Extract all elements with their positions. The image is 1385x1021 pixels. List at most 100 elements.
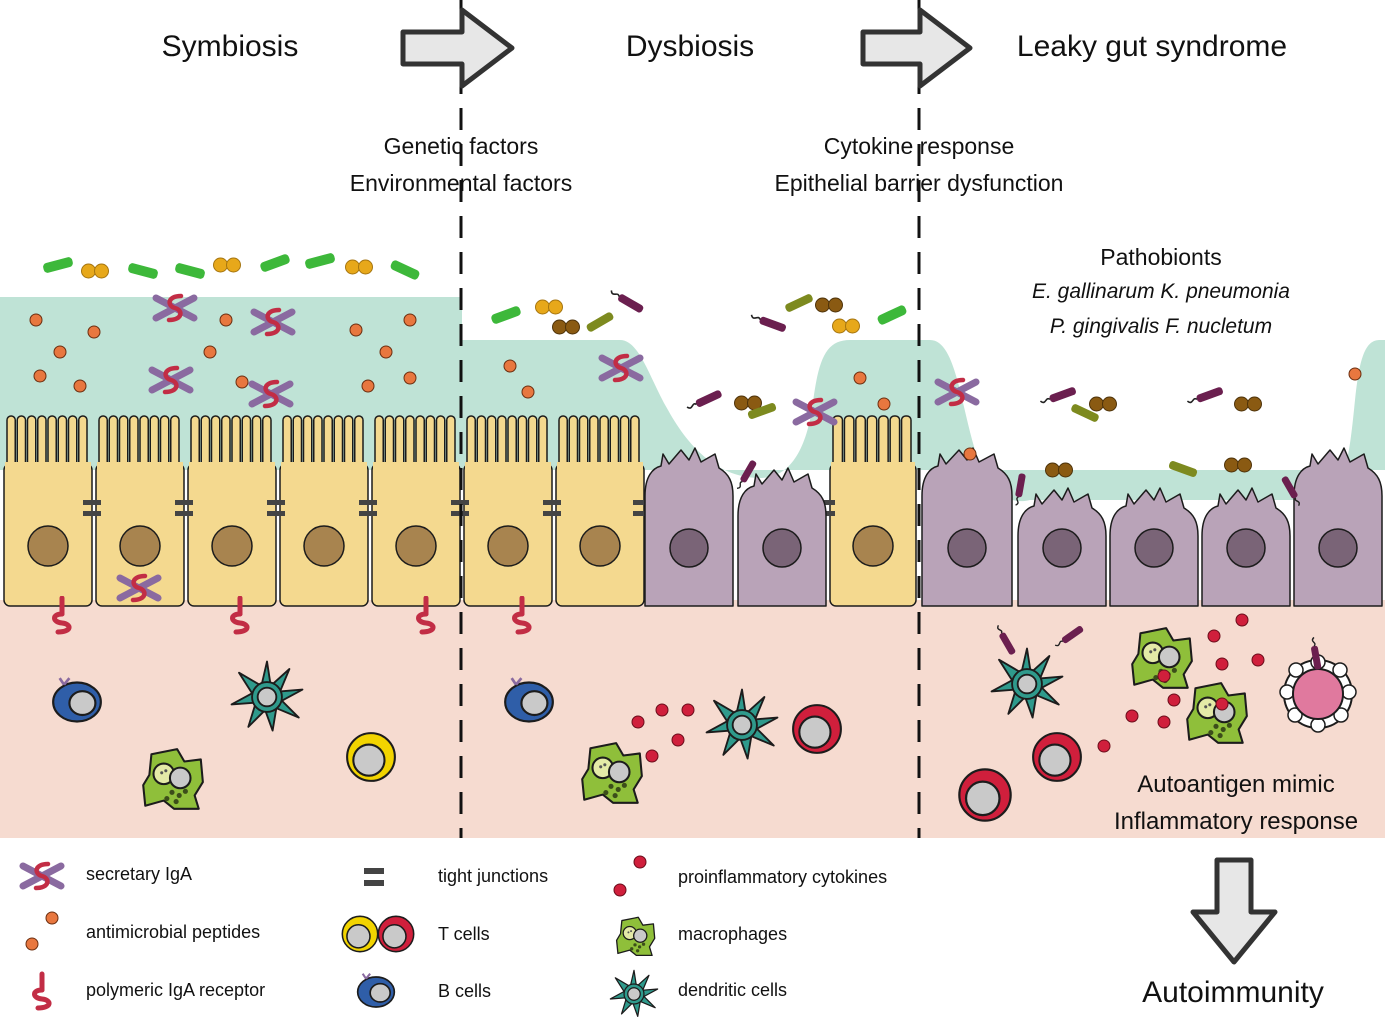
microvillus — [476, 415, 487, 469]
legend-macrophage-icon — [615, 916, 656, 957]
cell-nucleus — [1042, 528, 1082, 568]
outcome-autoantigen: Autoantigen mimic — [1137, 771, 1335, 798]
legend-label-pigr: polymeric IgA receptor — [86, 980, 266, 1000]
cytokines-leaky — [1097, 613, 1265, 753]
microvillus — [159, 415, 170, 469]
factor-genetic: Genetic factors — [383, 133, 539, 159]
microvillus — [292, 415, 303, 469]
microvillus — [435, 415, 446, 469]
dysbiotic-bacteria-group — [491, 287, 907, 492]
microvillus — [67, 415, 78, 469]
cell-nucleus — [852, 525, 894, 567]
legend-label-amp: antimicrobial peptides — [86, 922, 261, 942]
legend-label-cytokines: proinflammatory cytokines — [678, 867, 888, 887]
microvillus — [538, 415, 548, 469]
transition-factors-1: Genetic factors Environmental factors — [350, 128, 572, 202]
rod-bacterium — [175, 263, 205, 279]
legend-label-b-cells: B cells — [438, 981, 492, 1001]
microvillus — [302, 415, 313, 469]
microvillus — [507, 415, 517, 469]
microvillus — [568, 415, 579, 469]
arrow-right-icon — [860, 7, 973, 89]
microvillus — [262, 415, 272, 469]
microvillus — [384, 415, 395, 469]
microvillus — [333, 415, 344, 469]
microvillus — [6, 415, 16, 469]
outcome-inflammatory: Inflammatory response — [1113, 808, 1359, 835]
cell-nucleus — [211, 525, 253, 567]
transition-factors-2: Cytokine response Epithelial barrier dys… — [775, 128, 1064, 202]
cell-nucleus — [762, 528, 802, 568]
microvillus — [415, 415, 425, 469]
factor-barrier: Epithelial barrier dysfunction — [774, 170, 1064, 196]
microvillus — [558, 415, 568, 469]
microvillus — [282, 415, 292, 469]
commensal-bacteria-group — [43, 253, 420, 280]
legend-amp-icon — [25, 911, 59, 951]
microvillus — [149, 415, 160, 469]
microvillus — [251, 415, 262, 469]
damaged-epithelial-cell — [921, 447, 1013, 607]
rod-bacterium — [43, 257, 73, 273]
microvillus — [517, 415, 528, 469]
microvillus — [129, 415, 139, 469]
legend-b-cell-icon — [356, 972, 396, 1009]
healthy-epithelium — [3, 415, 917, 607]
cell-nucleus — [579, 525, 621, 567]
rod-bacterium — [305, 253, 335, 269]
pathobionts-species-1: E. gallinarum K. pneumonia — [1032, 280, 1290, 303]
rod-bacterium — [390, 260, 420, 280]
microvillus — [231, 415, 241, 469]
microvillus — [139, 415, 149, 469]
cell-nucleus — [487, 525, 529, 567]
cytokines-dysbiosis — [631, 703, 695, 763]
microvillus — [210, 415, 221, 469]
cell-nucleus — [119, 525, 161, 567]
legend-label-macrophages: macrophages — [678, 924, 788, 944]
legend-t-cell-yellow-icon — [341, 915, 379, 953]
microvillus — [78, 415, 88, 469]
factor-cytokine: Cytokine response — [823, 133, 1015, 159]
legend-dendritic-cell-icon — [609, 969, 659, 1018]
damaged-epithelium — [644, 447, 1383, 607]
t-cell-red — [1032, 732, 1082, 782]
pathobionts-title: Pathobionts — [1100, 244, 1222, 270]
cell-nucleus — [395, 525, 437, 567]
microvillus — [609, 415, 620, 469]
microvillus — [527, 415, 538, 469]
coccus-pair — [345, 259, 373, 275]
microvillus — [486, 415, 497, 469]
stage-title-dysbiosis: Dysbiosis — [625, 30, 755, 63]
microvillus — [394, 415, 405, 469]
t-cell-red — [958, 768, 1012, 822]
t-cell-yellow — [346, 732, 396, 782]
cell-nucleus — [669, 528, 709, 568]
microvillus — [47, 415, 57, 469]
microvillus — [589, 415, 599, 469]
microvillus — [241, 415, 252, 469]
microvillus — [866, 415, 878, 469]
microvillus — [425, 415, 436, 469]
microvillus — [843, 415, 855, 469]
legend-tight-junction-icon — [364, 868, 384, 886]
legend-pigr-icon — [35, 974, 50, 1008]
microvillus — [37, 415, 47, 469]
legend-label-iga: secretary IgA — [86, 864, 193, 884]
microvillus — [466, 415, 476, 469]
microvillus — [855, 415, 867, 469]
antimicrobial-peptides-group — [29, 313, 1362, 461]
stage-title-leaky-gut: Leaky gut syndrome — [1016, 30, 1288, 63]
cell-nucleus — [947, 528, 987, 568]
factor-environmental: Environmental factors — [349, 170, 573, 196]
legend-label-dendritic: dendritic cells — [678, 980, 788, 1000]
microvillus — [599, 415, 609, 469]
microvillus — [374, 415, 384, 469]
microvillus — [98, 415, 108, 469]
damaged-epithelial-cell — [644, 447, 734, 607]
stage-title-symbiosis: Symbiosis — [161, 30, 299, 63]
microvillus — [900, 415, 912, 469]
cell-nucleus — [1134, 528, 1174, 568]
t-cell-red — [792, 704, 842, 754]
microvillus — [877, 415, 889, 469]
microvillus — [497, 415, 507, 469]
